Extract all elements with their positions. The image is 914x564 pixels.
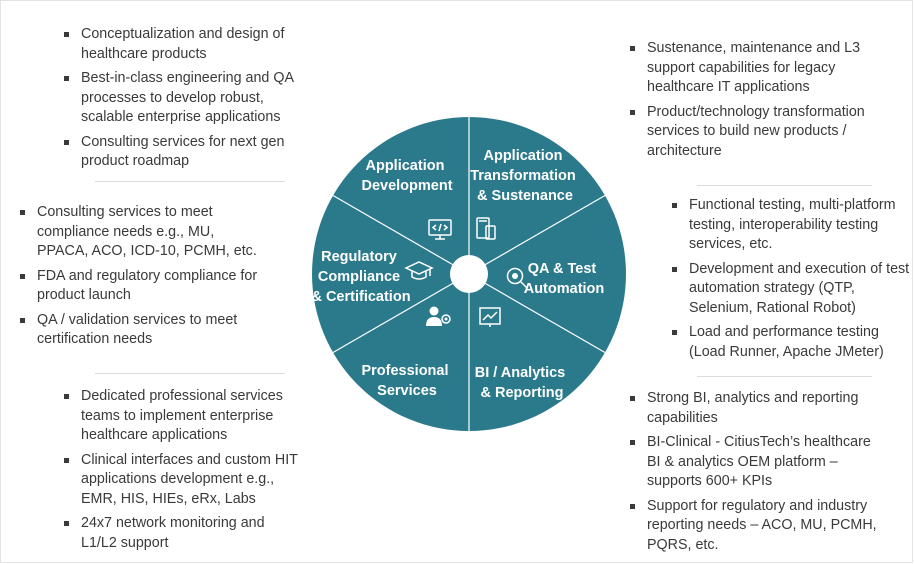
bullet-item: 24x7 network monitoring and L1/L2 suppor… [62,514,302,553]
code-monitor-icon [428,219,452,240]
bullet-item: Consulting services to meet compliance n… [18,203,263,262]
bullet-item: Load and performance testing (Load Runne… [670,323,910,362]
bullet-item: Product/technology transformation servic… [628,103,878,162]
segment-label-app-development: Application Development [361,158,452,194]
graduation-cap-icon [404,261,434,280]
bullet-item: Support for regulatory and industry repo… [628,497,878,556]
segment-label-regulatory: Regulatory Compliance & Certification [311,249,410,305]
bullet-item: BI-Clinical - CitiusTech’s healthcare BI… [628,433,878,492]
wheel-dividers [332,117,606,431]
app-development-bullets: Conceptualization and design of healthca… [62,25,302,177]
separator-line [697,185,872,186]
bullet-item: Strong BI, analytics and reporting capab… [628,389,878,428]
service-wheel: Application Transformation & Sustenance … [311,117,626,431]
user-gear-icon [426,306,451,326]
bullet-item: Functional testing, multi-platform testi… [670,196,910,255]
segment-label-bi: BI / Analytics & Reporting [475,365,570,401]
bullet-item: Sustenance, maintenance and L3 support c… [628,39,878,98]
bullet-item: Development and execution of test automa… [670,260,910,319]
bullet-item: Dedicated professional services teams to… [62,387,302,446]
mobile-devices-icon [476,217,496,240]
regulatory-bullets: Consulting services to meet compliance n… [18,203,263,355]
separator-line [95,181,285,182]
separator-line [697,376,872,377]
qa-testing-bullets: Functional testing, multi-platform testi… [670,196,910,367]
wheel-divider [468,194,606,275]
separator-line [95,373,285,374]
wheel-hub [450,255,488,293]
transformation-bullets: Sustenance, maintenance and L3 support c… [628,39,878,166]
chart-board-icon [479,307,501,327]
bullet-item: FDA and regulatory compliance for produc… [18,267,263,306]
magnifier-bug-icon [506,267,528,289]
professional-services-bullets: Dedicated professional services teams to… [62,387,302,558]
bullet-item: QA / validation services to meet certifi… [18,311,263,350]
wheel-divider [332,194,470,275]
wheel-divider [332,273,470,354]
bullet-item: Clinical interfaces and custom HIT appli… [62,451,302,510]
segment-label-professional: Professional Services [361,363,452,399]
bullet-item: Best-in-class engineering and QA process… [62,69,302,128]
bi-analytics-bullets: Strong BI, analytics and reporting capab… [628,389,878,560]
segment-label-qa: QA & Test Automation [524,261,605,297]
bullet-item: Consulting services for next gen product… [62,133,302,172]
segment-label-transformation: Application Transformation & Sustenance [470,148,580,204]
bullet-item: Conceptualization and design of healthca… [62,25,302,64]
wheel-divider [468,273,606,354]
